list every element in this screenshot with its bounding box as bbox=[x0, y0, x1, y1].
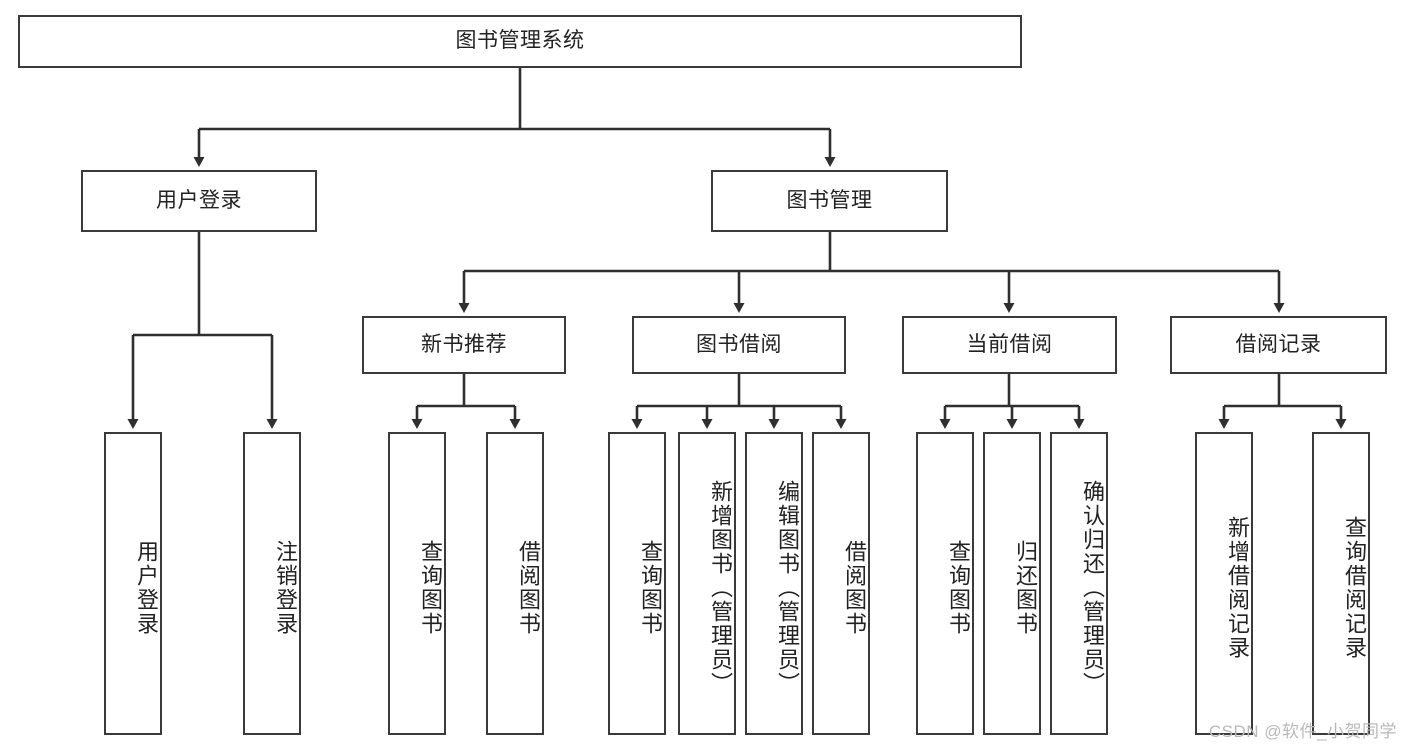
leaf-label: 新增图书（管理员） bbox=[708, 479, 733, 696]
node-user-login[interactable]: 用户登录 bbox=[81, 170, 317, 232]
node-borrow-record-label: 借阅记录 bbox=[1235, 332, 1322, 356]
leaf-label: 编辑图书（管理员） bbox=[775, 479, 800, 696]
node-user-login-label: 用户登录 bbox=[156, 188, 242, 212]
leaf-label: 归还图书 bbox=[1013, 539, 1038, 636]
leaf-borrow-book-recommend[interactable]: 借阅图书 bbox=[486, 432, 544, 735]
leaf-query-book-borrow[interactable]: 查询图书 bbox=[608, 432, 666, 735]
node-current-borrow-label: 当前借阅 bbox=[966, 332, 1053, 356]
node-book-borrow-label: 图书借阅 bbox=[696, 332, 782, 356]
node-new-book-recommend-label: 新书推荐 bbox=[421, 332, 507, 356]
leaf-label: 查询图书 bbox=[418, 539, 443, 636]
leaf-confirm-return-admin[interactable]: 确认归还（管理员） bbox=[1050, 432, 1108, 735]
node-current-borrow[interactable]: 当前借阅 bbox=[902, 316, 1117, 374]
leaf-query-book-recommend[interactable]: 查询图书 bbox=[388, 432, 446, 735]
leaf-return-book[interactable]: 归还图书 bbox=[983, 432, 1041, 735]
leaf-borrow-book[interactable]: 借阅图书 bbox=[812, 432, 870, 735]
node-book-management[interactable]: 图书管理 bbox=[711, 170, 948, 232]
leaf-label: 借阅图书 bbox=[516, 539, 541, 636]
node-new-book-recommend[interactable]: 新书推荐 bbox=[362, 316, 566, 374]
leaf-label: 查询借阅记录 bbox=[1342, 515, 1367, 660]
leaf-user-login[interactable]: 用户登录 bbox=[104, 432, 162, 735]
leaf-add-borrow-record[interactable]: 新增借阅记录 bbox=[1195, 432, 1253, 735]
leaf-query-borrow-record[interactable]: 查询借阅记录 bbox=[1312, 432, 1370, 735]
csdn-watermark: CSDN @软件_小贺同学 bbox=[1208, 722, 1397, 741]
node-borrow-record[interactable]: 借阅记录 bbox=[1170, 316, 1387, 374]
node-root-label: 图书管理系统 bbox=[455, 29, 585, 53]
leaf-add-book-admin[interactable]: 新增图书（管理员） bbox=[678, 432, 736, 735]
leaf-label: 查询图书 bbox=[946, 539, 971, 636]
leaf-label: 用户登录 bbox=[134, 539, 159, 636]
node-book-management-label: 图书管理 bbox=[786, 188, 873, 212]
leaf-query-book-current[interactable]: 查询图书 bbox=[916, 432, 974, 735]
node-root[interactable]: 图书管理系统 bbox=[18, 15, 1022, 68]
leaf-label: 新增借阅记录 bbox=[1225, 515, 1250, 660]
leaf-label: 借阅图书 bbox=[842, 539, 867, 636]
leaf-label: 注销登录 bbox=[273, 539, 298, 636]
node-book-borrow[interactable]: 图书借阅 bbox=[632, 316, 846, 374]
leaf-logout-login[interactable]: 注销登录 bbox=[243, 432, 301, 735]
leaf-label: 查询图书 bbox=[638, 539, 663, 636]
leaf-edit-book-admin[interactable]: 编辑图书（管理员） bbox=[745, 432, 803, 735]
leaf-label: 确认归还（管理员） bbox=[1080, 479, 1105, 696]
